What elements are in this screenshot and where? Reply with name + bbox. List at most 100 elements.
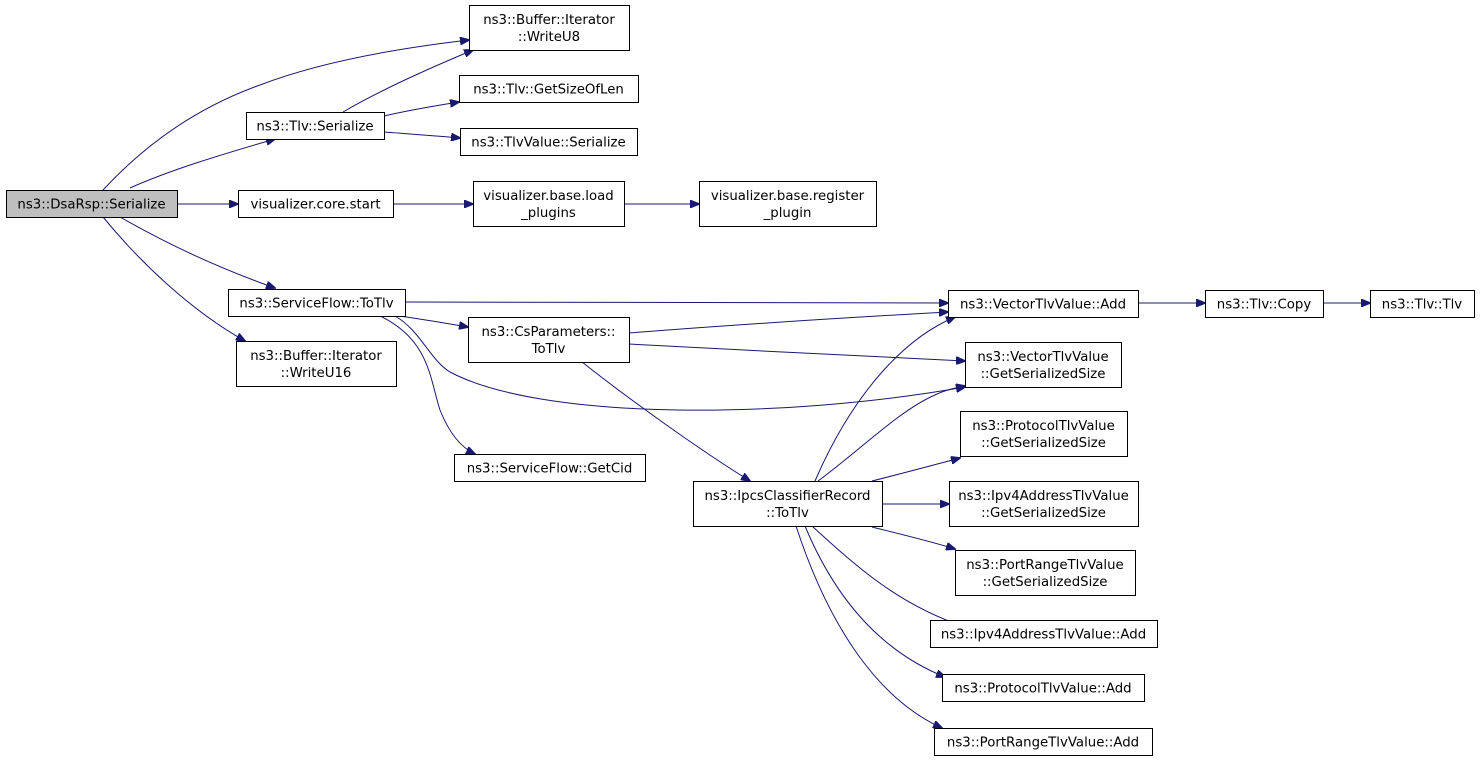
node-box[interactable]	[459, 75, 639, 103]
edge-sftotlv-to-vtvadd	[404, 302, 948, 303]
edge-ipcs-to-ipv4add	[811, 525, 965, 627]
edge-line	[811, 525, 965, 627]
node-label-line: ::GetSerializedSize	[981, 506, 1106, 521]
edge-line	[119, 216, 275, 288]
node-ipcs[interactable]: ns3::IpcsClassifierRecord::ToTlv	[693, 481, 883, 527]
edge-root-to-sftotlv	[119, 216, 275, 288]
node-box[interactable]	[469, 5, 630, 51]
edge-line	[814, 317, 955, 482]
node-root[interactable]: ns3::DsaRsp::Serialize	[6, 190, 178, 218]
node-tlvvalueser[interactable]: ns3::TlvValue::Serialize	[460, 128, 638, 156]
edge-line	[399, 315, 468, 327]
node-label-line: ns3::TlvValue::Serialize	[471, 136, 625, 151]
node-ipv4size[interactable]: ns3::Ipv4AddressTlvValue::GetSerializedS…	[949, 481, 1139, 527]
node-label-line: ns3::Tlv::GetSizeOfLen	[473, 83, 624, 98]
node-box[interactable]	[942, 674, 1145, 702]
edge-tlvser-to-writeu8	[342, 50, 473, 113]
edge-ipcs-to-vtvadd	[814, 317, 955, 482]
node-label-line: ns3::VectorTlvValue::Add	[960, 298, 1126, 313]
node-label-line: ::WriteU8	[518, 30, 580, 45]
edge-csparams-to-vtvsize	[628, 343, 965, 361]
node-label-line: ns3::PortRangeTlvValue::Add	[947, 736, 1139, 751]
node-prsize[interactable]: ns3::PortRangeTlvValue::GetSerializedSiz…	[955, 550, 1136, 596]
node-box[interactable]	[468, 317, 630, 363]
node-label-line: ToTlv	[531, 342, 566, 357]
edge-line	[404, 302, 948, 303]
node-box[interactable]	[699, 181, 877, 227]
node-label-line: _plugins	[520, 206, 576, 221]
node-sftotlv[interactable]: ns3::ServiceFlow::ToTlv	[228, 289, 406, 317]
node-tlvcopy[interactable]: ns3::Tlv::Copy	[1205, 290, 1324, 318]
node-ptvsize[interactable]: ns3::ProtocolTlvValue::GetSerializedSize	[960, 411, 1128, 457]
node-pradd[interactable]: ns3::PortRangeTlvValue::Add	[934, 728, 1153, 756]
edge-tlvser-to-getsizeoflen	[383, 102, 459, 117]
node-label-line: ns3::ProtocolTlvValue	[972, 419, 1115, 434]
edge-line	[379, 315, 475, 454]
node-label-line: ns3::PortRangeTlvValue	[966, 558, 1123, 573]
node-box[interactable]	[238, 190, 394, 218]
node-getcid[interactable]: ns3::ServiceFlow::GetCid	[454, 454, 646, 482]
node-label-line: ::ToTlv	[766, 506, 809, 521]
node-box[interactable]	[948, 290, 1139, 318]
node-label-line: visualizer.base.load	[483, 189, 613, 204]
node-box[interactable]	[6, 190, 178, 218]
node-vizstart[interactable]: visualizer.core.start	[238, 190, 394, 218]
edge-root-to-tlvser	[129, 139, 275, 189]
edge-line	[581, 361, 750, 481]
node-getsizeoflen[interactable]: ns3::Tlv::GetSizeOfLen	[459, 75, 639, 103]
edge-line	[394, 315, 965, 411]
node-vtvsize[interactable]: ns3::VectorTlvValue::GetSerializedSize	[965, 342, 1122, 388]
edge-sftotlv-to-getcid	[379, 315, 475, 454]
node-box[interactable]	[460, 128, 638, 156]
edge-line	[383, 102, 459, 117]
node-label-line: ::GetSerializedSize	[981, 367, 1106, 382]
edge-root-to-writeu16	[102, 216, 245, 341]
edge-line	[342, 50, 473, 113]
node-writeu8[interactable]: ns3::Buffer::Iterator::WriteU8	[469, 5, 630, 51]
edge-line	[628, 312, 948, 334]
node-loadplugins[interactable]: visualizer.base.load _plugins	[473, 181, 625, 227]
node-tlvser[interactable]: ns3::Tlv::Serialize	[246, 112, 385, 140]
edge-line	[383, 131, 460, 138]
node-box[interactable]	[949, 481, 1139, 527]
edge-line	[628, 343, 965, 361]
node-csparams[interactable]: ns3::CsParameters::ToTlv	[468, 317, 630, 363]
edge-ipcs-to-pradd	[795, 525, 942, 728]
node-box[interactable]	[965, 342, 1122, 388]
edge-csparams-to-ipcs	[581, 361, 750, 481]
node-box[interactable]	[693, 481, 883, 527]
node-label-line: ::GetSerializedSize	[983, 575, 1108, 590]
node-box[interactable]	[228, 289, 406, 317]
node-box[interactable]	[236, 341, 397, 387]
node-writeu16[interactable]: ns3::Buffer::Iterator::WriteU16	[236, 341, 397, 387]
node-box[interactable]	[960, 411, 1128, 457]
node-label-line: visualizer.core.start	[250, 198, 380, 213]
edge-sftotlv-to-vtvsize	[394, 315, 965, 411]
node-label-line: ::GetSerializedSize	[981, 436, 1106, 451]
node-tlvtlv[interactable]: ns3::Tlv::Tlv	[1370, 290, 1475, 318]
node-vtvadd[interactable]: ns3::VectorTlvValue::Add	[948, 290, 1139, 318]
node-label-line: ns3::ServiceFlow::GetCid	[467, 462, 633, 477]
node-box[interactable]	[1370, 290, 1475, 318]
node-label-line: ns3::CsParameters::	[481, 325, 615, 340]
node-box[interactable]	[246, 112, 385, 140]
node-box[interactable]	[955, 550, 1136, 596]
node-label-line: ns3::IpcsClassifierRecord	[704, 489, 870, 504]
node-label-line: ns3::VectorTlvValue	[977, 350, 1108, 365]
node-ptvadd[interactable]: ns3::ProtocolTlvValue::Add	[942, 674, 1145, 702]
edge-ipcs-to-vtvsize	[817, 386, 965, 482]
node-ipv4add[interactable]: ns3::Ipv4AddressTlvValue::Add	[930, 620, 1158, 648]
edge-line	[129, 139, 275, 189]
node-box[interactable]	[930, 620, 1158, 648]
node-box[interactable]	[454, 454, 646, 482]
node-box[interactable]	[473, 181, 625, 227]
edge-line	[804, 525, 945, 677]
edge-line	[817, 386, 965, 482]
node-box[interactable]	[934, 728, 1153, 756]
node-regplugin[interactable]: visualizer.base.register_plugin	[699, 181, 877, 227]
edge-line	[102, 40, 469, 191]
edge-sftotlv-to-csparams	[399, 315, 468, 327]
node-label-line: ns3::Tlv::Serialize	[256, 120, 373, 135]
node-box[interactable]	[1205, 290, 1324, 318]
